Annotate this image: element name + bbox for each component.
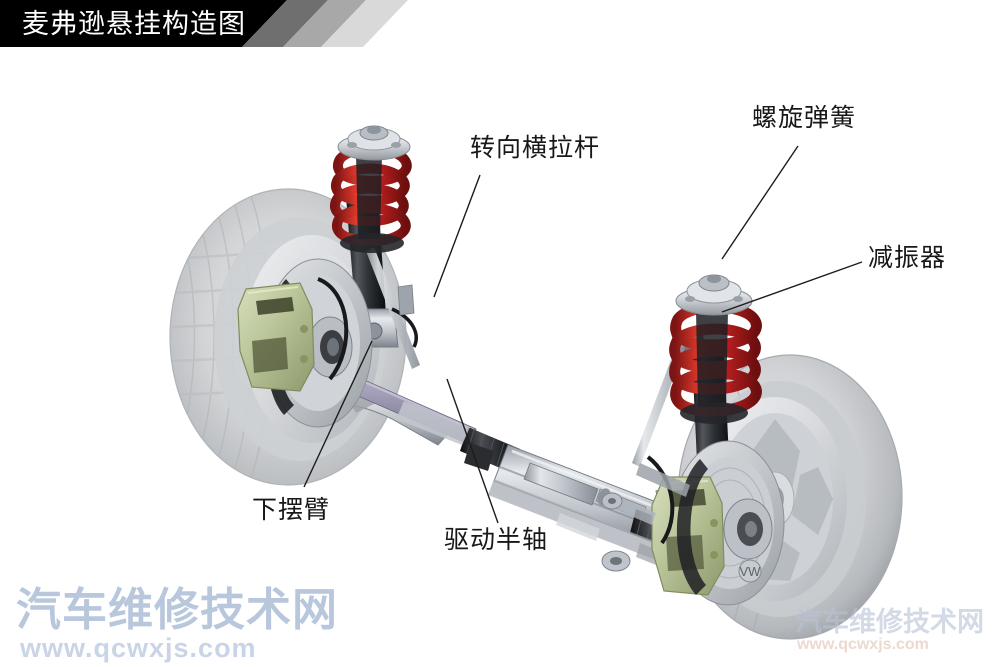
suspension-illustration: VW xyxy=(0,47,1000,667)
callout-label-tie-rod: 转向横拉杆 xyxy=(470,134,601,162)
right-brake-assembly: VW xyxy=(646,440,785,606)
header-black-block xyxy=(0,0,287,47)
left-brake-caliper xyxy=(237,282,315,392)
callout-label-shock-absorber: 减振器 xyxy=(868,244,947,272)
leader-tie-rod xyxy=(433,174,481,298)
leader-lower-arm xyxy=(303,340,373,488)
leader-half-shaft xyxy=(446,378,499,524)
callout-label-coil-spring: 螺旋弹簧 xyxy=(752,104,857,132)
svg-text:VW: VW xyxy=(740,564,762,579)
right-strut-top-mount xyxy=(675,274,753,316)
left-strut-top-mount xyxy=(337,125,411,161)
callout-label-lower-control-arm: 下摆臂 xyxy=(252,496,331,524)
callout-label-drive-half-shaft: 驱动半轴 xyxy=(444,526,549,554)
right-coil-spring xyxy=(669,301,762,417)
leader-coil-spring xyxy=(721,145,799,260)
leader-damper xyxy=(721,261,863,313)
callout-leader-lines xyxy=(303,145,863,524)
header-band xyxy=(0,0,1000,47)
left-brake-assembly xyxy=(237,258,418,428)
page-title: 麦弗逊悬挂构造图 xyxy=(22,9,246,39)
right-suspension-links xyxy=(601,463,690,525)
